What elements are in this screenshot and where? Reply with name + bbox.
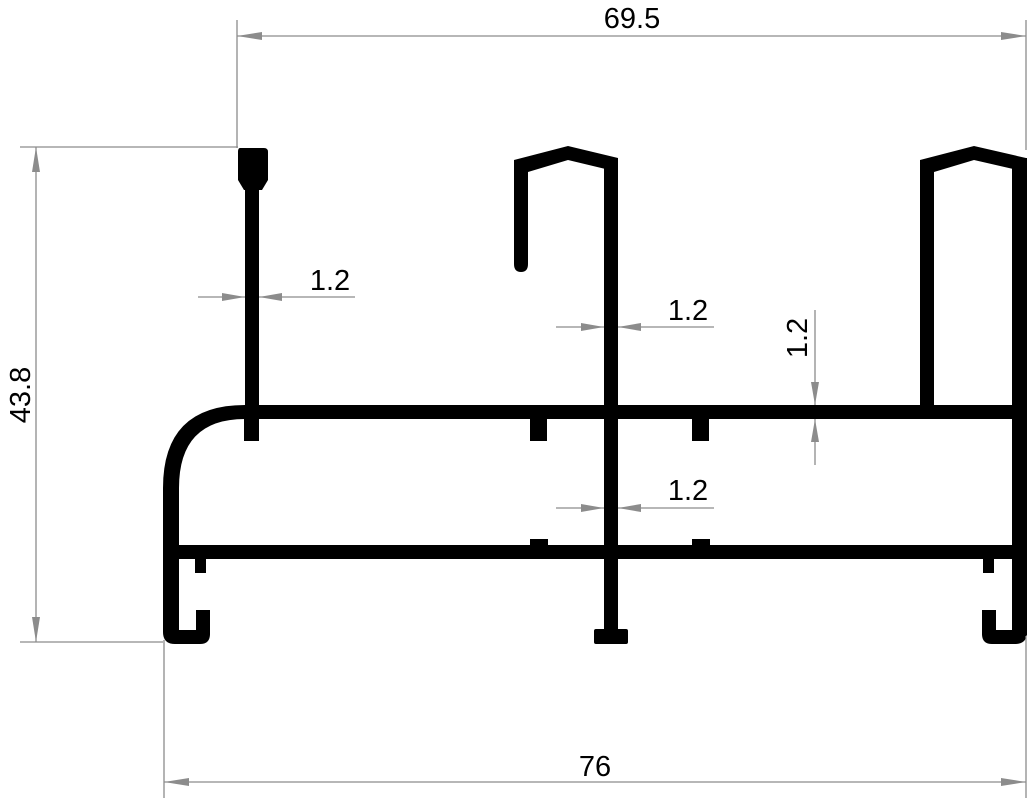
center-upright-foot	[594, 629, 628, 644]
upper-plate	[163, 405, 1026, 552]
dimension-annotations: 69.5 43.8 76 1.2 1.2 1.2	[5, 3, 1027, 798]
center-upright	[604, 165, 618, 635]
lower-plate	[163, 545, 1026, 559]
dim-center-lower-label: 1.2	[668, 475, 708, 507]
dim-center-lower-arrow-right	[618, 504, 641, 512]
dim-bottom-arrow-right	[1001, 778, 1026, 786]
right-channel-left-leg	[920, 160, 934, 412]
lower-nib-left	[195, 559, 206, 573]
dim-center-lower-arrow-left	[581, 504, 604, 512]
aluminium-profile-section	[163, 146, 1027, 644]
upper-nib-lower-plate-a	[530, 539, 548, 547]
right-channel-right-leg	[1012, 158, 1027, 412]
dim-bottom-arrow-left	[164, 778, 189, 786]
dim-left-arrow-top	[32, 147, 40, 172]
dim-plate-arrow-top	[811, 382, 819, 405]
dim-top-label: 69.5	[604, 3, 660, 35]
dim-center-upper-label: 1.2	[668, 295, 708, 327]
dim-plate-arrow-bottom	[811, 419, 819, 442]
left-fin	[245, 186, 259, 412]
plate-nib-b	[530, 417, 547, 441]
dim-top-arrow-left	[237, 32, 262, 40]
plate-nib-a	[244, 417, 259, 441]
dim-left-arrow-bottom	[32, 617, 40, 642]
left-fin-cap	[238, 148, 268, 190]
dim-fin-arrow-right	[259, 293, 282, 301]
dim-left-label: 43.8	[5, 367, 37, 423]
plate-nib-c	[692, 417, 709, 441]
center-hook	[514, 146, 618, 272]
dim-fin-arrow-left	[222, 293, 245, 301]
lower-nib-right	[983, 559, 994, 573]
upper-nib-lower-plate-b	[692, 539, 710, 547]
right-outer-wall	[1012, 405, 1027, 635]
left-outer-wall	[163, 488, 179, 628]
left-bottom-hook	[163, 610, 210, 644]
dim-fin-label: 1.2	[310, 265, 350, 297]
right-channel-arch	[920, 146, 1026, 172]
right-bottom-hook	[982, 610, 1027, 644]
dim-bottom-label: 76	[579, 751, 611, 783]
dim-center-upper-arrow-left	[581, 323, 604, 331]
dim-top-arrow-right	[1001, 32, 1026, 40]
dim-plate-label: 1.2	[782, 318, 814, 358]
dim-center-upper-arrow-right	[618, 323, 641, 331]
